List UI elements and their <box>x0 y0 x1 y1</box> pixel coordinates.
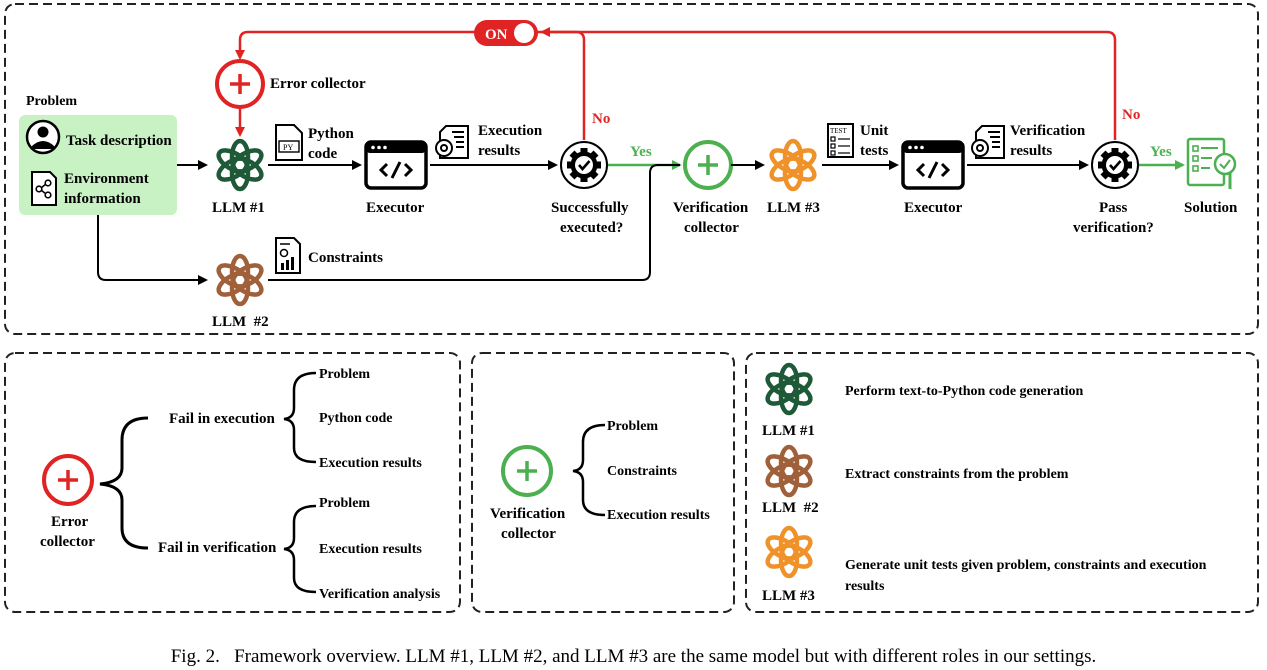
no-label-2: No <box>1122 107 1140 123</box>
unit-tests-label-line2: tests <box>860 143 888 159</box>
execution-results-icon <box>435 125 469 159</box>
panel3-llm3-icon <box>764 528 814 576</box>
panel1-brace1 <box>283 371 317 464</box>
executor1-icon <box>364 140 428 190</box>
panel3-llm2-label: LLM #2 <box>762 500 819 516</box>
execution-results-label-line1: Execution <box>478 123 543 139</box>
test-badge: TEST <box>830 127 847 135</box>
constraints-label: Constraints <box>308 250 383 266</box>
feedback-from-success <box>540 27 586 140</box>
llm3-label: LLM #3 <box>767 200 820 216</box>
panel1-branch1-item: Python code <box>319 411 393 426</box>
llm2-icon <box>215 256 265 304</box>
execution-results-label-line2: results <box>478 143 520 159</box>
yes-label-2: Yes <box>1150 144 1172 160</box>
panel3-llm3-desc-line1: Generate unit tests given problem, const… <box>845 558 1207 573</box>
panel2-item: Constraints <box>607 464 678 479</box>
panel2-collector-line1: Verification <box>490 506 566 522</box>
no-label-1: No <box>592 111 610 127</box>
llm1-icon <box>215 141 265 189</box>
panel1-branch2-item: Execution results <box>319 542 422 557</box>
panel1-error-collector-icon <box>42 454 94 506</box>
verification-results-label-line2: results <box>1010 143 1052 159</box>
figure-caption: Fig. 2. Framework overview. LLM #1, LLM … <box>170 646 1097 667</box>
panel1-collector-line2: collector <box>40 534 95 550</box>
panel2-verification-collector-icon <box>501 445 553 497</box>
verification-collector-label-line1: Verification <box>673 200 749 216</box>
yes-label-1: Yes <box>630 144 652 160</box>
py-badge: PY <box>283 143 293 152</box>
panel3-llm1-desc: Perform text-to-Python code generation <box>845 384 1084 399</box>
panel3-llm1-icon <box>764 365 814 413</box>
solution-label: Solution <box>1184 200 1238 216</box>
pass-label-line1: Pass <box>1099 200 1128 216</box>
task-description-label: Task description <box>66 133 172 149</box>
environment-doc-icon <box>31 171 57 206</box>
arrow-problem-to-llm2 <box>97 215 208 285</box>
error-collector-label: Error collector <box>270 76 366 92</box>
on-toggle-label: ON <box>485 27 508 43</box>
panel3-llm3-label: LLM #3 <box>762 588 815 604</box>
panel3-llm2-desc: Extract constraints from the problem <box>845 467 1069 482</box>
verification-collector-label-line2: collector <box>684 220 739 236</box>
panel2-item: Execution results <box>607 508 710 523</box>
on-toggle[interactable]: ON <box>474 20 538 46</box>
panel1-big-brace <box>99 416 149 550</box>
successfully-label-line1: Successfully <box>551 200 629 216</box>
success-check-gear-icon <box>559 140 609 190</box>
problem-title: Problem <box>26 94 77 109</box>
panel-llm-roles-border <box>745 352 1259 613</box>
error-collector-icon <box>215 59 265 109</box>
llm1-label: LLM #1 <box>212 200 265 216</box>
top-panel-border <box>4 3 1259 335</box>
panel1-collector-line1: Error <box>51 514 89 530</box>
panel-error-collector-border <box>4 352 461 613</box>
panel3-llm2-icon <box>764 447 814 495</box>
solution-checklist-icon <box>1186 137 1237 189</box>
panel1-branch1-item: Execution results <box>319 456 422 471</box>
feedback-loop-line <box>235 30 1117 140</box>
panel3-llm3-desc-line2: results <box>845 579 885 594</box>
panel1-branch2-item: Verification analysis <box>319 587 441 602</box>
panel2-item: Problem <box>607 419 658 434</box>
panel1-branch1-label: Fail in execution <box>169 411 275 427</box>
executor2-label: Executor <box>904 200 963 216</box>
unit-tests-label-line1: Unit <box>860 123 888 139</box>
panel3-llm1-label: LLM #1 <box>762 423 815 439</box>
panel1-branch2-item: Problem <box>319 496 370 511</box>
panel-verification-collector-border <box>471 352 735 613</box>
panel2-collector-line2: collector <box>501 526 556 542</box>
pass-label-line2: verification? <box>1073 220 1154 236</box>
verification-results-label-line1: Verification <box>1010 123 1086 139</box>
environment-label-line1: Environment <box>64 171 149 187</box>
constraints-doc-icon <box>275 237 301 274</box>
user-icon <box>25 119 61 155</box>
python-file-icon: PY <box>275 124 303 161</box>
verification-collector-icon <box>683 140 733 190</box>
panel1-branch1-item: Problem <box>319 367 370 382</box>
verification-results-icon <box>971 125 1005 159</box>
executor2-icon <box>901 140 965 190</box>
panel1-brace2 <box>283 504 317 594</box>
panel1-branch2-label: Fail in verification <box>158 540 277 556</box>
llm3-icon <box>768 141 818 189</box>
arrow-llm2-to-verification <box>268 164 680 281</box>
python-code-label-line2: code <box>308 146 338 162</box>
successfully-label-line2: executed? <box>560 220 623 236</box>
llm2-label: LLM #2 <box>212 314 269 330</box>
environment-label-line2: information <box>64 191 141 207</box>
panel2-brace <box>572 423 606 517</box>
unit-tests-icon: TEST <box>827 123 854 158</box>
executor1-label: Executor <box>366 200 425 216</box>
pass-check-gear-icon <box>1090 140 1140 190</box>
python-code-label-line1: Python <box>308 126 355 142</box>
